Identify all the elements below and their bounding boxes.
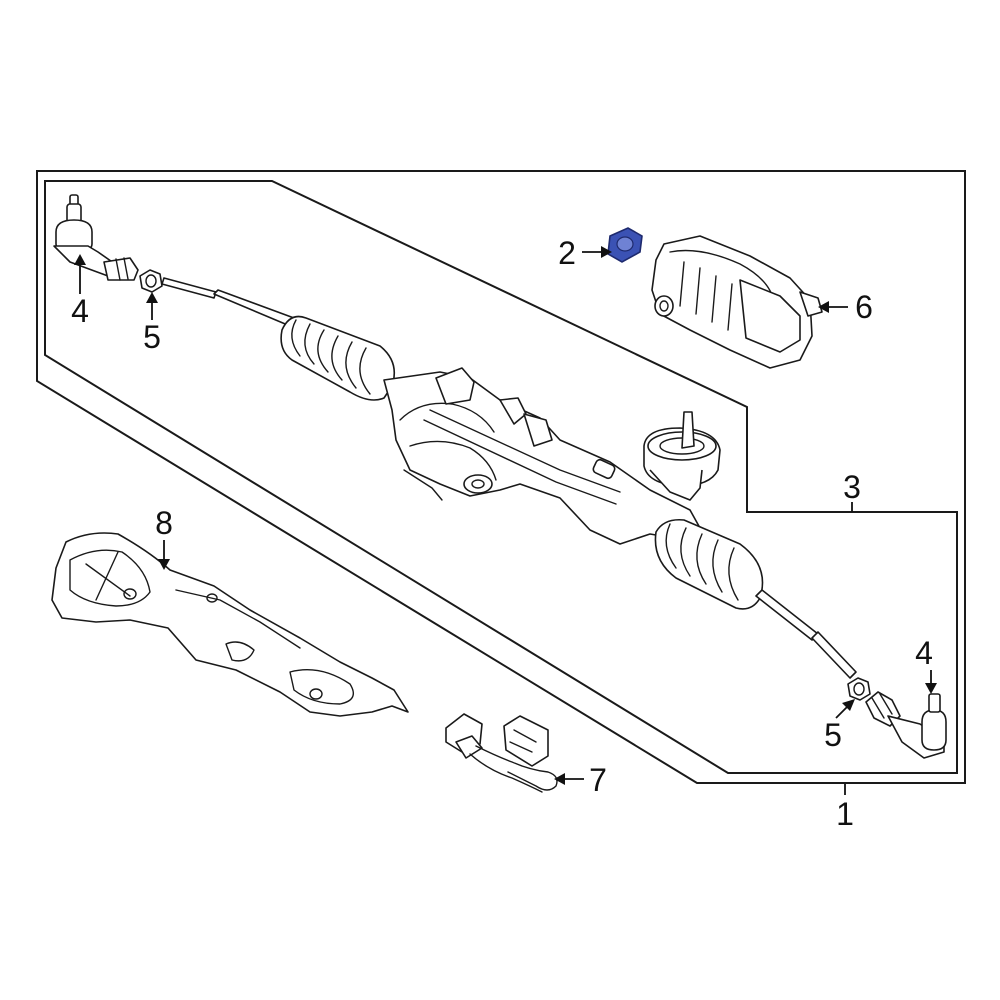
callout-7: 7 xyxy=(589,762,607,798)
pinion-housing[interactable] xyxy=(643,411,721,501)
callout-5-left: 5 xyxy=(143,319,161,355)
boot-right[interactable] xyxy=(654,518,764,610)
callout-4-left: 4 xyxy=(71,293,89,329)
tie-rod-end-left[interactable] xyxy=(53,194,139,281)
callout-5-right: 5 xyxy=(824,717,842,753)
wiring-harness[interactable] xyxy=(445,713,558,793)
tie-rod-end-right[interactable] xyxy=(865,691,947,759)
heat-shield[interactable] xyxy=(51,532,409,717)
steering-gear-housing[interactable] xyxy=(383,367,701,545)
assembly-frame-outer xyxy=(36,170,966,784)
callout-6: 6 xyxy=(855,289,873,325)
callout-3: 3 xyxy=(843,469,861,505)
callout-4-right: 4 xyxy=(915,635,933,671)
callout-leaders xyxy=(74,246,937,795)
jam-nut-right[interactable] xyxy=(847,677,871,701)
assembly-frame-inner xyxy=(44,180,958,774)
callout-labels: 1 2 3 4 4 5 5 6 7 8 xyxy=(71,235,933,832)
inner-tie-rod-right[interactable] xyxy=(755,589,857,679)
callout-2: 2 xyxy=(558,235,576,271)
boot-left[interactable] xyxy=(280,315,396,401)
inner-tie-rod-left[interactable] xyxy=(161,277,295,327)
callout-8: 8 xyxy=(155,505,173,541)
electric-assist-motor[interactable] xyxy=(651,235,823,369)
callout-1: 1 xyxy=(836,796,854,832)
seal-ring[interactable] xyxy=(607,227,643,263)
jam-nut-left[interactable] xyxy=(139,269,163,293)
